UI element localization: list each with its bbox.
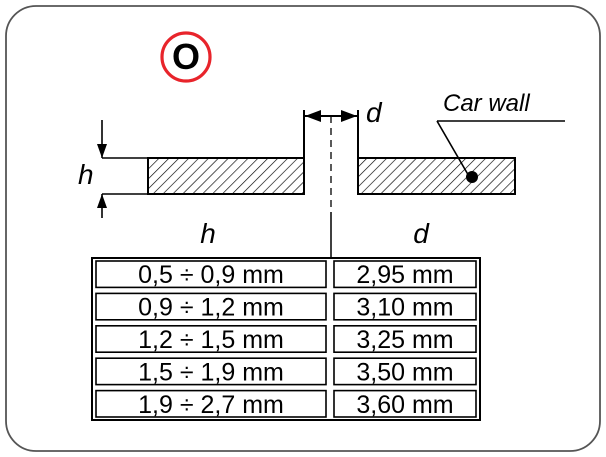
table-cell-d-frame	[333, 292, 477, 321]
table-cell-d: 3,50 mm	[356, 358, 453, 386]
car-wall-section	[147, 110, 516, 212]
table-cell-h-frame	[95, 324, 327, 353]
table-cell-h: 1,9 ÷ 2,7 mm	[138, 391, 284, 419]
dimension-table: h d 0,5 ÷ 0,9 mm 2,95 mm 0,9 ÷ 1,2 mm 3,10 …	[91, 212, 481, 421]
table-cell-d: 3,25 mm	[356, 326, 453, 354]
badge-ring	[160, 31, 212, 83]
table-cell-h: 0,9 ÷ 1,2 mm	[138, 294, 284, 322]
table-cell-d: 2,95 mm	[356, 261, 453, 289]
table-row: 1,5 ÷ 1,9 mm 3,50 mm	[95, 357, 477, 386]
panel-frame	[5, 5, 601, 452]
car-wall-callout: Car wall	[436, 90, 565, 183]
dimension-d-label: d	[366, 97, 383, 128]
table-row: 1,9 ÷ 2,7 mm 3,60 mm	[95, 389, 477, 419]
table-cell-d-frame	[333, 389, 477, 418]
wall-right-section	[357, 157, 516, 195]
dimension-d: d	[304, 97, 383, 128]
table-cell-d: 3,10 mm	[356, 294, 453, 322]
table-body-frame	[91, 257, 481, 421]
wall-left-section	[147, 157, 305, 195]
dimension-h: h	[78, 120, 148, 218]
table-cell-d-frame	[333, 324, 477, 353]
table-cell-d: 3,60 mm	[356, 391, 453, 419]
table-cell-h: 1,2 ÷ 1,5 mm	[138, 326, 284, 354]
table-cell-d-frame	[333, 260, 477, 289]
table-cell-h-frame	[95, 260, 327, 289]
table-cell-h-frame	[95, 389, 327, 418]
table-header-h: h	[200, 218, 216, 249]
table-cell-h: 0,5 ÷ 0,9 mm	[138, 261, 284, 289]
table-row: 0,5 ÷ 0,9 mm 2,95 mm	[95, 260, 477, 289]
badge: O	[160, 31, 212, 83]
table-cell-d-frame	[333, 357, 477, 386]
table-cell-h: 1,5 ÷ 1,9 mm	[138, 358, 284, 386]
table-cell-h-frame	[95, 357, 327, 386]
table-row: 0,9 ÷ 1,2 mm 3,10 mm	[95, 292, 477, 322]
car-wall-label: Car wall	[443, 90, 530, 117]
badge-letter: O	[172, 36, 200, 77]
table-row: 1,2 ÷ 1,5 mm 3,25 mm	[95, 324, 477, 354]
table-cell-h-frame	[95, 292, 327, 321]
table-header-d: d	[413, 218, 430, 249]
dimension-h-label: h	[78, 159, 94, 190]
callout-dot	[466, 171, 478, 183]
